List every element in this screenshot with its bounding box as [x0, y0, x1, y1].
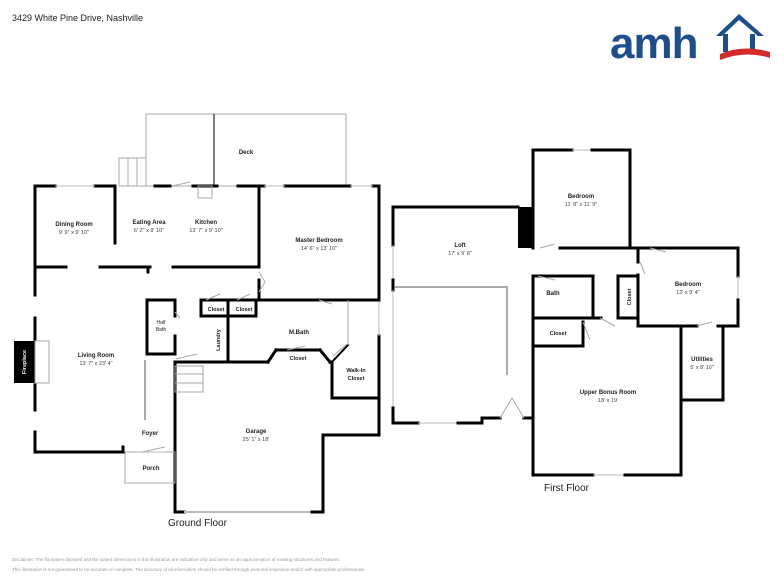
room-dims-dining: 9' 9" x 9' 10"	[59, 230, 89, 236]
room-label-porch: Porch	[142, 466, 159, 472]
room-label-foyer: Foyer	[142, 431, 159, 437]
room-label-laundry: Laundry	[216, 328, 222, 351]
room-label-utilities: Utilities	[691, 357, 713, 363]
room-label-bath: Bath	[546, 291, 560, 297]
disclaimer-line-1: Disclaimer: The floorplans depicted and …	[12, 557, 341, 562]
room-label-eating: Eating Area	[132, 220, 166, 226]
room-label-deck: Deck	[239, 150, 254, 156]
room-label-half-bath: Half	[157, 320, 167, 326]
room-dims-garage: 25' 1" x 18'	[243, 437, 270, 443]
room-label-living: Living Room	[78, 353, 114, 359]
room-label-garage: Garage	[246, 429, 267, 435]
room-label-dining: Dining Room	[55, 222, 92, 228]
floor-label-first: First Floor	[544, 483, 590, 494]
room-label-walkin-2: Closet	[348, 376, 365, 382]
room-label-closet-2: Closet	[236, 307, 253, 313]
room-label-closet-1: Closet	[208, 307, 225, 313]
fireplace	[14, 341, 35, 383]
floor-label-ground: Ground Floor	[168, 518, 228, 529]
first-floor-plan	[391, 148, 740, 477]
room-label-master: Master Bedroom	[295, 238, 342, 244]
property-address: 3429 White Pine Drive, Nashville	[12, 13, 144, 23]
room-label-closet: Closet	[550, 331, 567, 337]
room-dims-kitchen: 13' 7" x 9' 10"	[189, 228, 222, 234]
room-label-walkin: Walk-In	[346, 368, 366, 374]
room-label-mbath-closet: Closet	[290, 356, 307, 362]
logo-text: amh	[610, 19, 697, 66]
room-dims-utilities: 5' x 8' 10"	[690, 365, 714, 371]
swoosh-icon	[720, 48, 770, 60]
room-label-bonus: Upper Bonus Room	[580, 390, 636, 396]
chimney-block	[518, 207, 533, 248]
room-dims-living: 13' 7" x 23' 4"	[79, 361, 112, 367]
room-dims-bedroom-2: 12' x 9' 4"	[676, 290, 700, 296]
house-roof-icon	[716, 14, 764, 36]
disclaimer-line-2: This illustration is not guaranteed to b…	[12, 567, 366, 572]
room-dims-loft: 17' x 9' 8"	[448, 251, 472, 257]
room-label-mbath: M.Bath	[289, 330, 309, 336]
room-label-bedroom-2: Bedroom	[675, 282, 701, 288]
room-label-loft: Loft	[454, 243, 465, 249]
room-dims-bonus: 18' x 19'	[598, 398, 618, 404]
room-label-closet-vertical: Closet	[627, 288, 633, 305]
room-dims-bedroom-1: 11' 8" x 11' 9"	[565, 202, 597, 208]
room-label-bedroom-1: Bedroom	[568, 194, 594, 200]
room-label-fireplace: Fireplace	[22, 350, 28, 374]
room-dims-eating: 6' 2" x 9' 10"	[134, 228, 164, 234]
room-label-kitchen: Kitchen	[195, 220, 217, 226]
amh-logo: amh	[610, 14, 770, 66]
room-dims-master: 14' 6" x 13' 10"	[301, 246, 337, 252]
room-label-half-bath-2: Bath	[156, 327, 167, 333]
ground-floor-plan: Fireplace	[14, 113, 381, 514]
